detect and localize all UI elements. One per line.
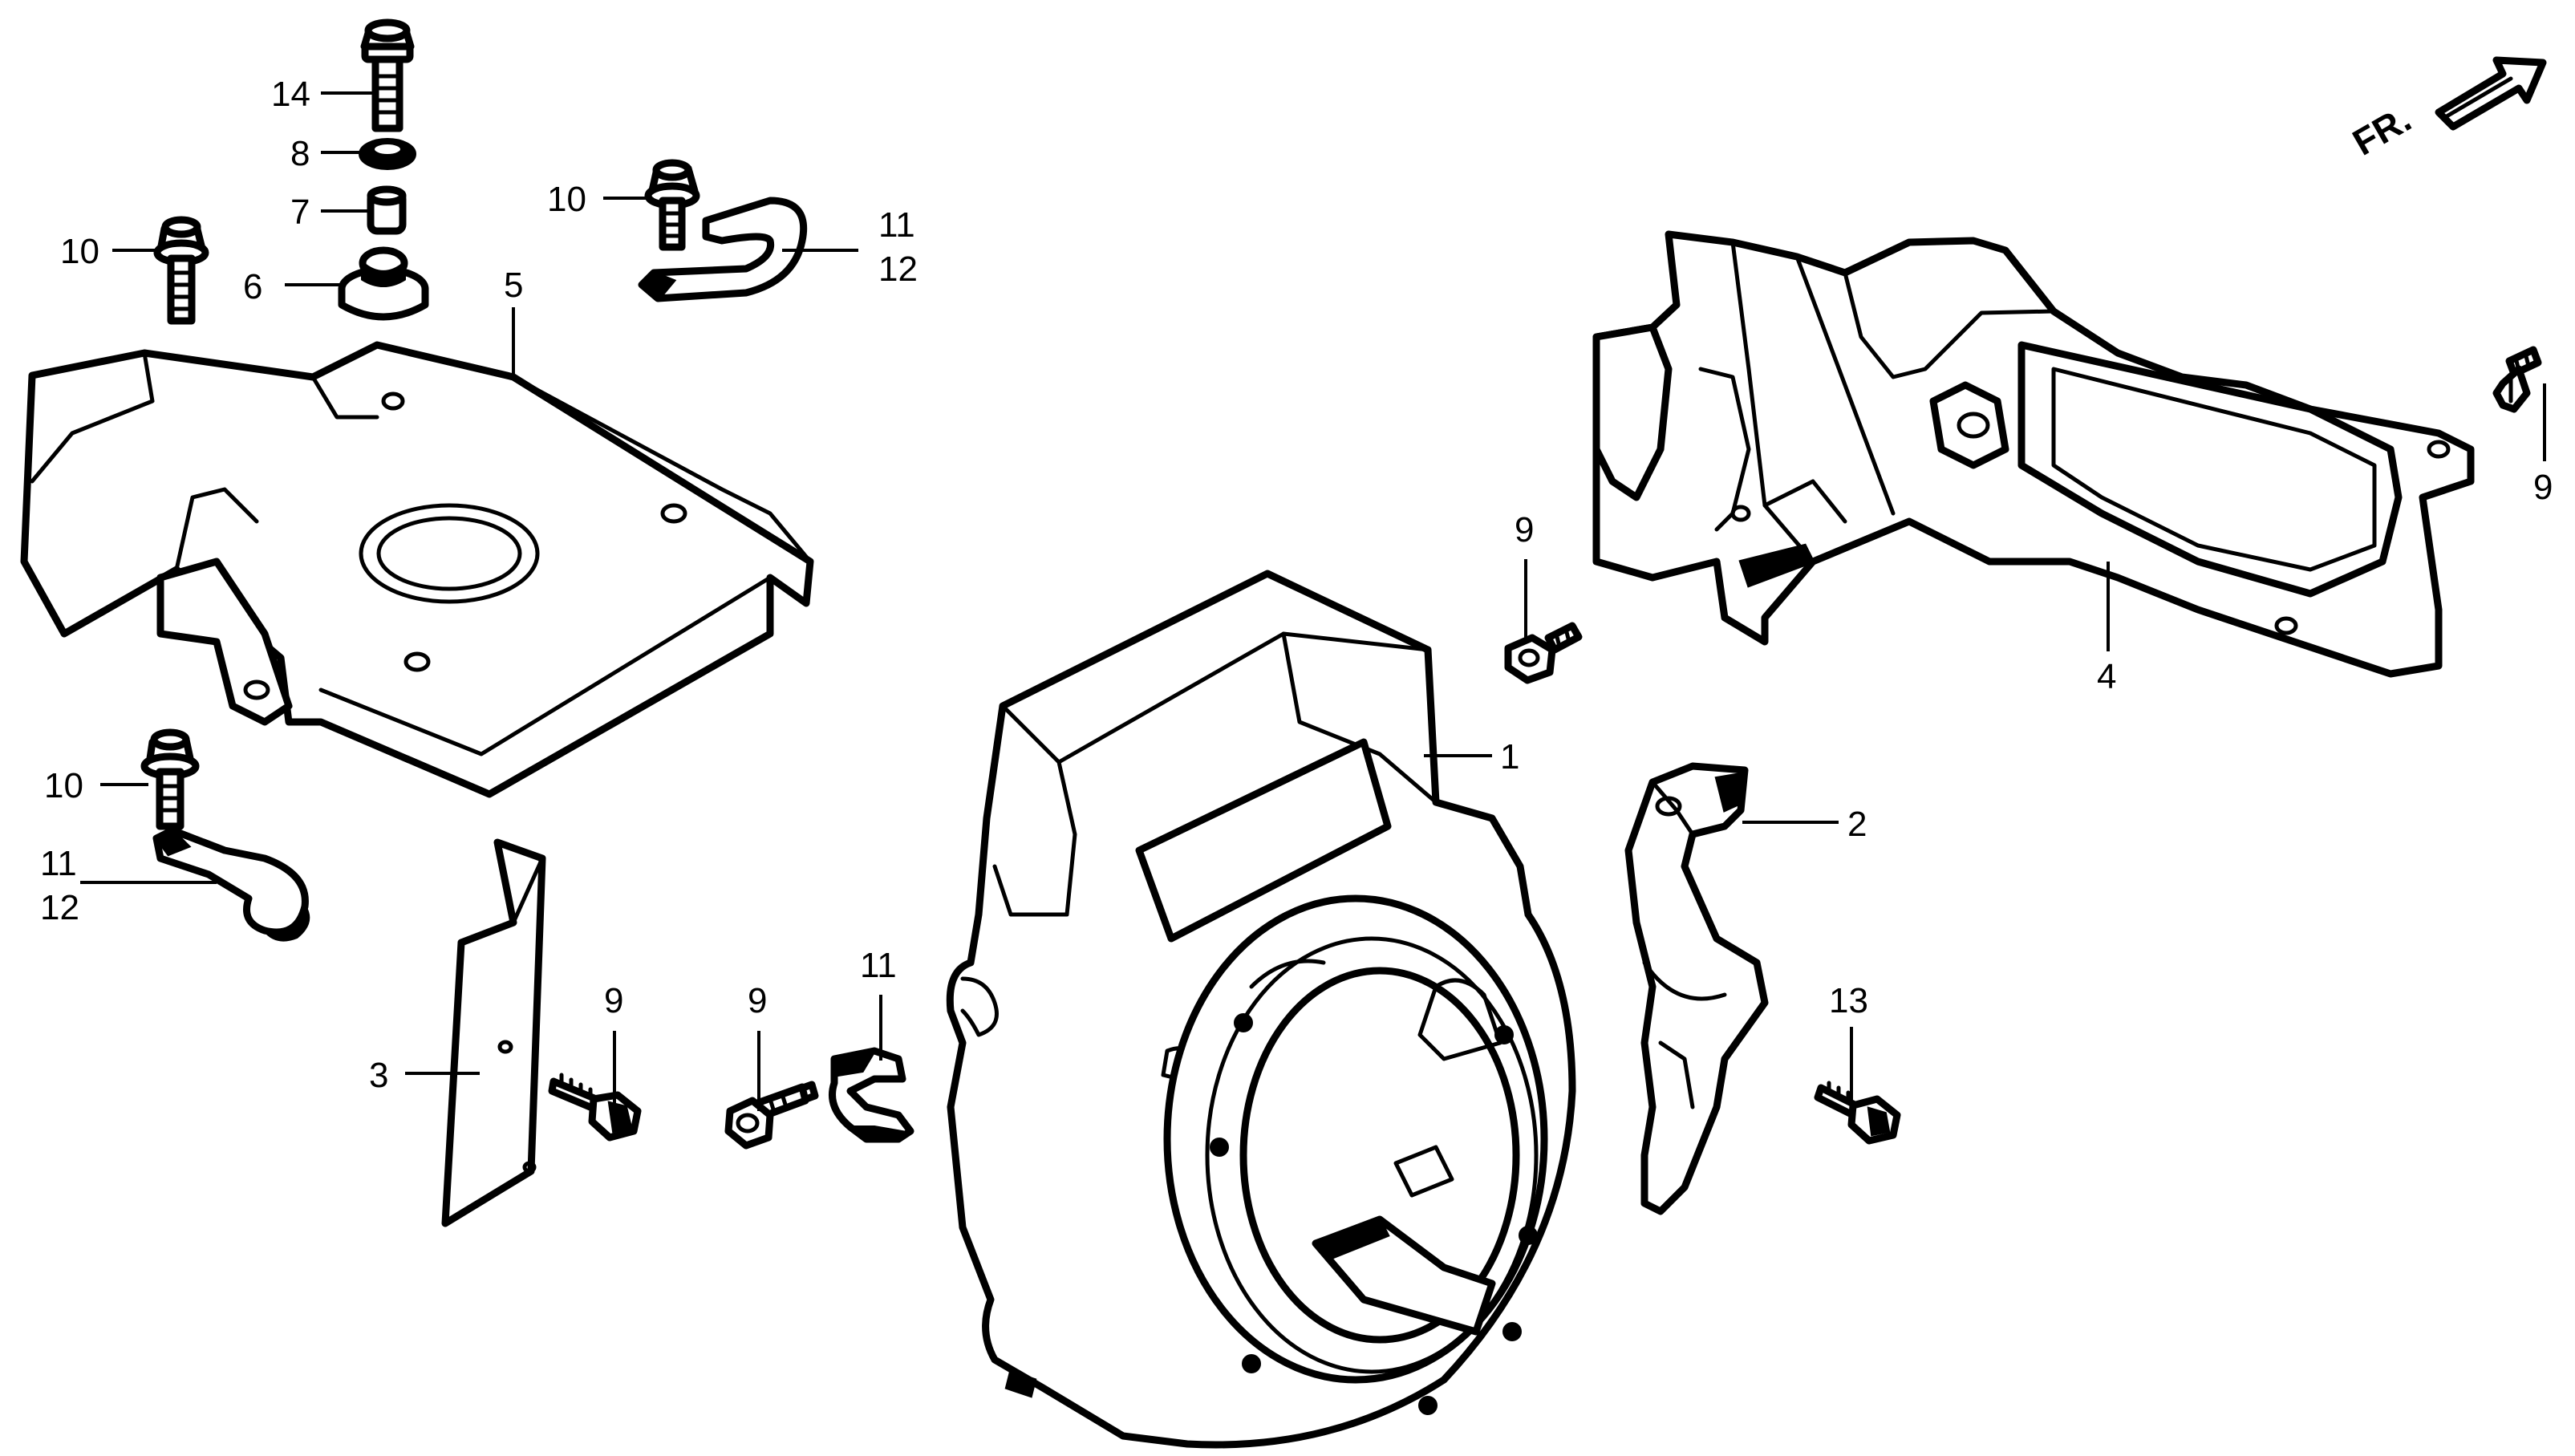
callout-8: 8 [290,134,310,173]
bolt-9-right [2492,346,2542,413]
part-5-top-cover [20,341,814,798]
callout-3: 3 [369,1056,388,1095]
clip-11-12-lower [152,826,310,942]
callout-14: 14 [271,75,310,114]
clip-11-12-upper [638,197,808,302]
front-direction-indicator: FR. [2346,56,2547,164]
callout-12: 12 [878,249,918,289]
collar-7 [367,185,407,235]
callout-7: 7 [290,193,310,232]
bolt-10-upper-left [153,216,209,325]
callout-12: 12 [40,888,79,927]
bolt-14 [360,18,415,132]
callout-4: 4 [2097,657,2116,696]
part-3-side-plate [441,838,546,1227]
callout-5: 5 [504,266,523,305]
front-direction-label: FR. [2346,98,2418,164]
callout-2: 2 [1847,805,1867,844]
bolt-9-right-middle [1504,622,1583,684]
clip-11-center [829,1047,914,1143]
bolt-10-upper-middle [644,159,700,251]
callout-10: 10 [60,232,99,271]
callout-6: 6 [243,267,262,306]
callout-11: 11 [860,946,897,985]
callout-9: 9 [1515,510,1534,550]
callout-9: 9 [604,981,623,1020]
callout-13: 13 [1829,981,1868,1020]
grommet-6 [338,246,429,321]
bolt-13 [1814,1081,1901,1145]
callout-10: 10 [547,180,586,219]
part-4-side-shroud [1592,230,2475,678]
washer-8 [359,138,416,170]
callout-labels: 14 8 7 6 10 5 10 11 12 10 11 12 3 9 9 11… [40,75,2553,1095]
leader-lines [80,91,2546,1111]
callout-9: 9 [2533,468,2553,507]
callout-10: 10 [44,766,83,805]
bolt-10-lower-left [140,728,200,830]
callout-1: 1 [1500,737,1519,777]
callout-11: 11 [40,844,77,883]
bolt-9-left [548,1073,642,1142]
part-2-bracket [1624,762,1769,1215]
part-1-fan-cover [946,570,1576,1449]
callout-11: 11 [878,205,915,245]
callout-9: 9 [748,981,767,1020]
bolt-9-center [724,1081,819,1150]
